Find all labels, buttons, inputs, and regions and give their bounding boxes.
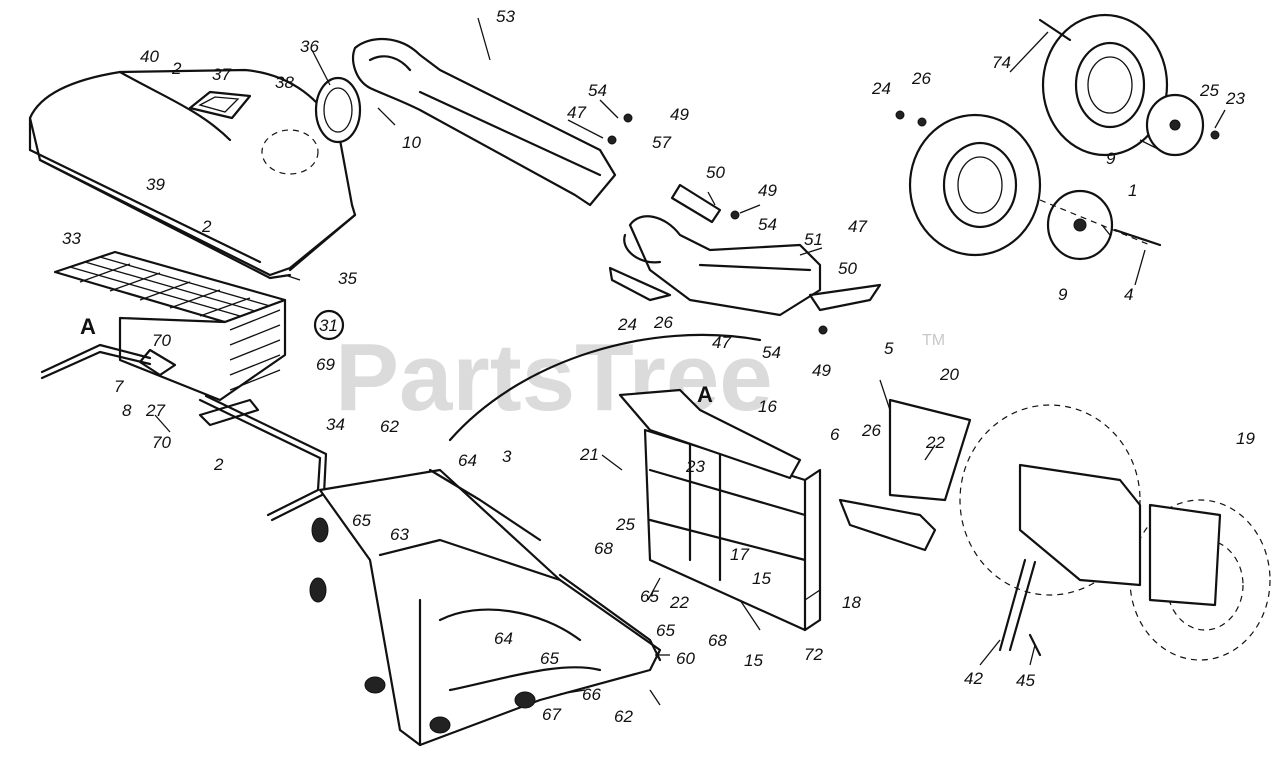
part-label: 7 bbox=[114, 377, 124, 396]
part-label: 49 bbox=[758, 181, 777, 200]
assembly-marker-a-left: A bbox=[80, 314, 96, 339]
chute-tube bbox=[314, 37, 822, 317]
part-label: 17 bbox=[730, 545, 749, 564]
part-label: 26 bbox=[653, 313, 673, 332]
support-rod bbox=[40, 343, 328, 522]
tractor-outline bbox=[888, 398, 1271, 661]
part-label: 69 bbox=[316, 355, 335, 374]
part-label: 15 bbox=[744, 651, 763, 670]
part-label: 67 bbox=[542, 705, 561, 724]
part-label: 68 bbox=[708, 631, 727, 650]
part-label: 47 bbox=[848, 217, 867, 236]
part-label: 53 bbox=[496, 7, 515, 26]
part-label: 47 bbox=[712, 333, 731, 352]
part-label: 2 bbox=[201, 217, 212, 236]
leader-lines bbox=[154, 17, 1226, 706]
part-label: 54 bbox=[758, 215, 777, 234]
part-label: 70 bbox=[152, 433, 171, 452]
part-label: 21 bbox=[579, 445, 599, 464]
part-label: 64 bbox=[494, 629, 513, 648]
part-label: 10 bbox=[402, 133, 421, 152]
part-label: 2 bbox=[213, 455, 224, 474]
part-label: 5 bbox=[884, 339, 894, 358]
part-label: 65 bbox=[640, 587, 659, 606]
part-label: 64 bbox=[458, 451, 477, 470]
part-label: 62 bbox=[380, 417, 399, 436]
part-label: 65 bbox=[540, 649, 559, 668]
part-label: 49 bbox=[812, 361, 831, 380]
part-label: 66 bbox=[582, 685, 601, 704]
part-label: 24 bbox=[617, 315, 637, 334]
part-label: 16 bbox=[758, 397, 777, 416]
callout-31-label: 31 bbox=[319, 316, 338, 335]
part-labels: 40 2 37 38 36 53 54 49 47 57 10 39 2 35 … bbox=[62, 7, 1255, 726]
part-label: 72 bbox=[804, 645, 823, 664]
part-label: 60 bbox=[676, 649, 695, 668]
part-label: 37 bbox=[212, 65, 231, 84]
grass-bag bbox=[309, 468, 662, 747]
part-label: 25 bbox=[1199, 81, 1219, 100]
part-label: 1 bbox=[1128, 181, 1137, 200]
part-label: 63 bbox=[390, 525, 409, 544]
part-label: 34 bbox=[326, 415, 345, 434]
part-label: 35 bbox=[338, 269, 357, 288]
part-label: 42 bbox=[964, 669, 983, 688]
part-label: 39 bbox=[146, 175, 165, 194]
rear-wheels bbox=[895, 13, 1220, 261]
part-label: 24 bbox=[871, 79, 891, 98]
part-label: 45 bbox=[1016, 671, 1035, 690]
part-label: 19 bbox=[1236, 429, 1255, 448]
part-label: 26 bbox=[911, 69, 931, 88]
part-label: 62 bbox=[614, 707, 633, 726]
part-label: 2 bbox=[171, 59, 182, 78]
part-label: 74 bbox=[992, 53, 1011, 72]
part-label: 9 bbox=[1106, 149, 1116, 168]
part-label: 20 bbox=[939, 365, 959, 384]
part-label: 70 bbox=[152, 331, 171, 350]
part-label: 22 bbox=[925, 433, 945, 452]
part-label: 54 bbox=[588, 81, 607, 100]
callout-31: 31 bbox=[313, 309, 345, 341]
chute-hardware bbox=[607, 113, 882, 335]
part-label: 18 bbox=[842, 593, 861, 612]
mount-bracket bbox=[448, 333, 937, 632]
part-label: 33 bbox=[62, 229, 81, 248]
part-label: 50 bbox=[706, 163, 725, 182]
bagger-hood bbox=[28, 68, 357, 280]
part-label: 38 bbox=[275, 73, 294, 92]
part-label: 15 bbox=[752, 569, 771, 588]
part-label: 25 bbox=[615, 515, 635, 534]
part-label: 23 bbox=[685, 457, 705, 476]
part-label: 49 bbox=[670, 105, 689, 124]
watermark-trademark: TM bbox=[922, 332, 945, 349]
part-label: 47 bbox=[567, 103, 586, 122]
part-label: 26 bbox=[861, 421, 881, 440]
part-label: 27 bbox=[145, 401, 165, 420]
part-label: 23 bbox=[1225, 89, 1245, 108]
part-label: 65 bbox=[352, 511, 371, 530]
part-label: 6 bbox=[830, 425, 840, 444]
part-label: 36 bbox=[300, 37, 319, 56]
part-label: 68 bbox=[594, 539, 613, 558]
part-label: 51 bbox=[804, 230, 823, 249]
part-label: 40 bbox=[140, 47, 159, 66]
part-label: 65 bbox=[656, 621, 675, 640]
part-label: 4 bbox=[1124, 285, 1133, 304]
part-label: 54 bbox=[762, 343, 781, 362]
part-label: 8 bbox=[122, 401, 132, 420]
part-label: 22 bbox=[669, 593, 689, 612]
assembly-marker-a-right: A bbox=[697, 382, 713, 407]
part-label: 57 bbox=[652, 133, 671, 152]
part-label: 50 bbox=[838, 259, 857, 278]
part-label: 3 bbox=[502, 447, 512, 466]
part-label: 9 bbox=[1058, 285, 1068, 304]
